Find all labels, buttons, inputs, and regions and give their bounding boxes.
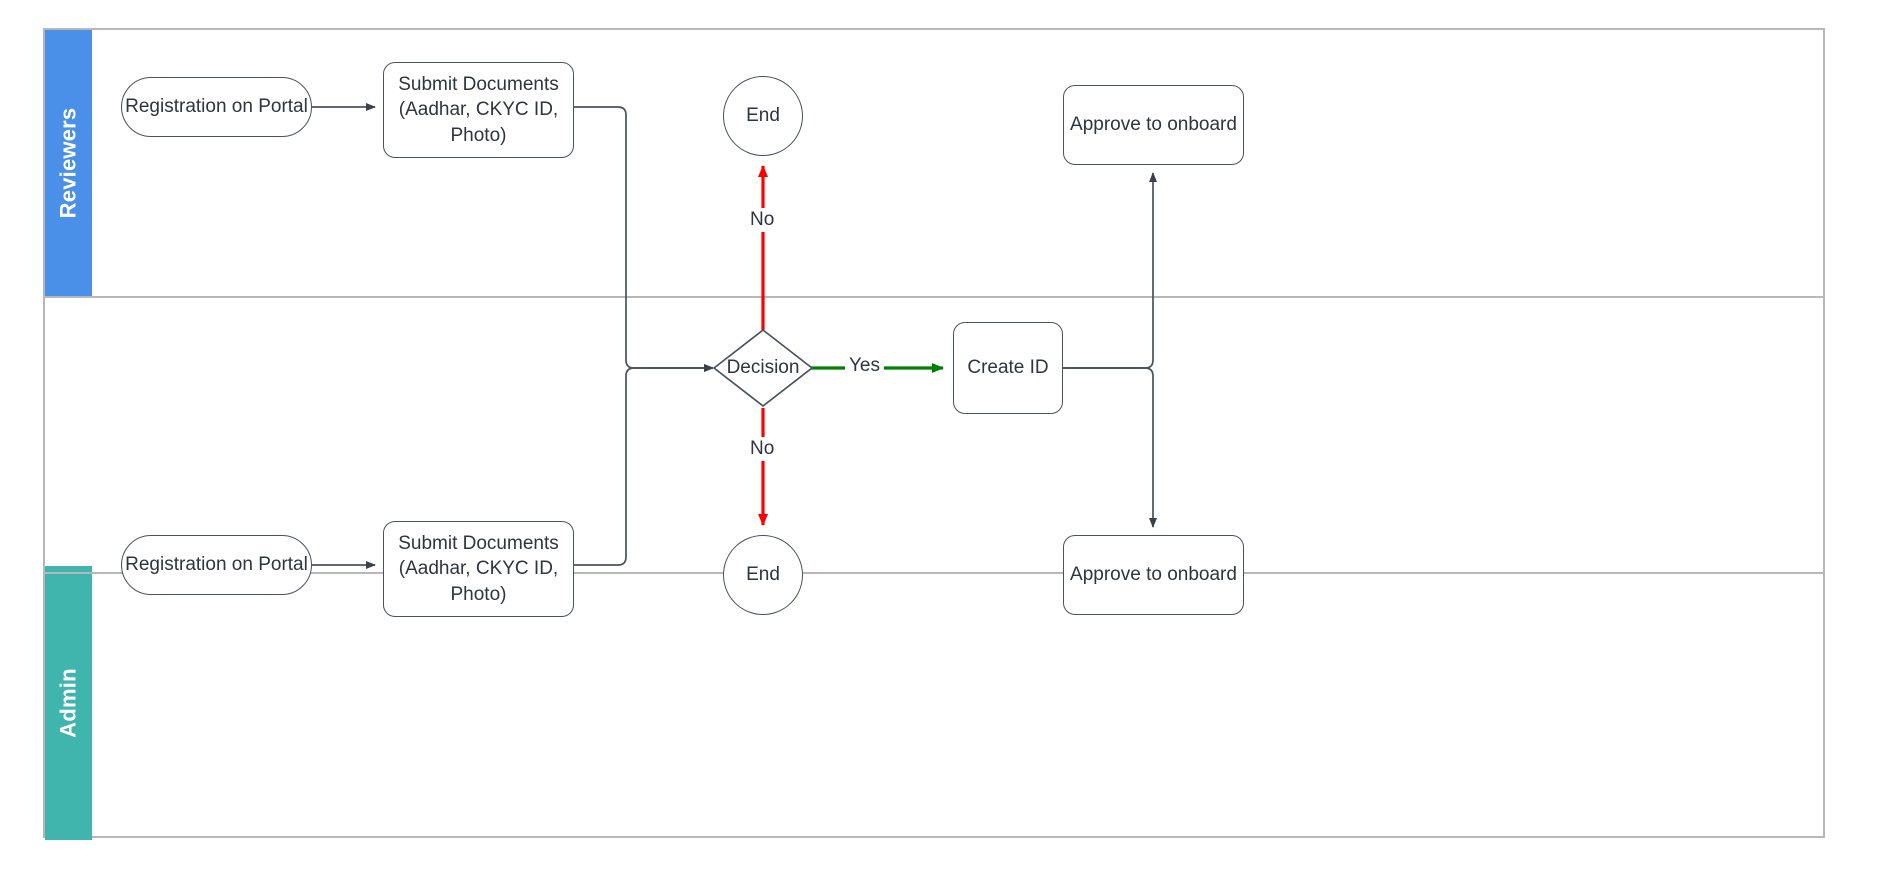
edge-createid-to-approve-applicant — [1063, 367, 1157, 528]
edge-label-no-bottom: No — [746, 437, 779, 461]
lane-header-admin[interactable]: Admin — [45, 566, 92, 840]
diamond-shape — [713, 329, 813, 407]
node-registration-portal-reviewers[interactable]: Registration on Portal — [121, 77, 312, 137]
node-approve-onboard-applicant[interactable]: Approve to onboard — [1063, 535, 1244, 615]
lane-admin: Admin — [45, 298, 1823, 840]
edge-submit-applicant-to-decision — [574, 364, 714, 566]
node-approve-onboard-reviewers[interactable]: Approve to onboard — [1063, 85, 1244, 165]
lane-reviewers: Reviewers — [45, 30, 1823, 296]
edge-label-yes: Yes — [845, 354, 884, 378]
lane-divider-1 — [45, 296, 1823, 298]
node-end-bottom[interactable]: End — [723, 535, 803, 615]
swimlane-canvas: Reviewers Admin Applicant — [43, 28, 1825, 840]
node-registration-portal-applicant[interactable]: Registration on Portal — [121, 535, 312, 595]
edge-layer — [312, 103, 1157, 569]
node-label: End — [746, 105, 780, 127]
node-label: Submit Documents (Aadhar, CKYC ID, Photo… — [398, 74, 559, 146]
node-submit-documents-reviewers[interactable]: Submit Documents (Aadhar, CKYC ID, Photo… — [383, 62, 574, 158]
node-submit-documents-applicant[interactable]: Submit Documents (Aadhar, CKYC ID, Photo… — [383, 521, 574, 617]
edge-label-no-top: No — [746, 208, 779, 232]
lane-header-reviewers[interactable]: Reviewers — [45, 30, 92, 296]
node-end-top[interactable]: End — [723, 76, 803, 156]
node-label: Create ID — [967, 357, 1049, 379]
edge-submit-reviewers-to-decision — [574, 106, 714, 372]
node-decision[interactable]: Decision — [713, 329, 813, 407]
lane-divider-2 — [45, 572, 1823, 574]
node-label: End — [746, 564, 780, 586]
node-label: Submit Documents (Aadhar, CKYC ID, Photo… — [398, 533, 559, 605]
node-label: Approve to onboard — [1070, 564, 1237, 586]
node-label: Registration on Portal — [125, 554, 308, 576]
node-label: Registration on Portal — [125, 96, 308, 118]
edge-createid-to-approve-reviewers — [1063, 172, 1157, 369]
node-label: Decision — [726, 357, 800, 379]
node-label: Approve to onboard — [1070, 114, 1237, 136]
node-create-id[interactable]: Create ID — [953, 322, 1063, 414]
